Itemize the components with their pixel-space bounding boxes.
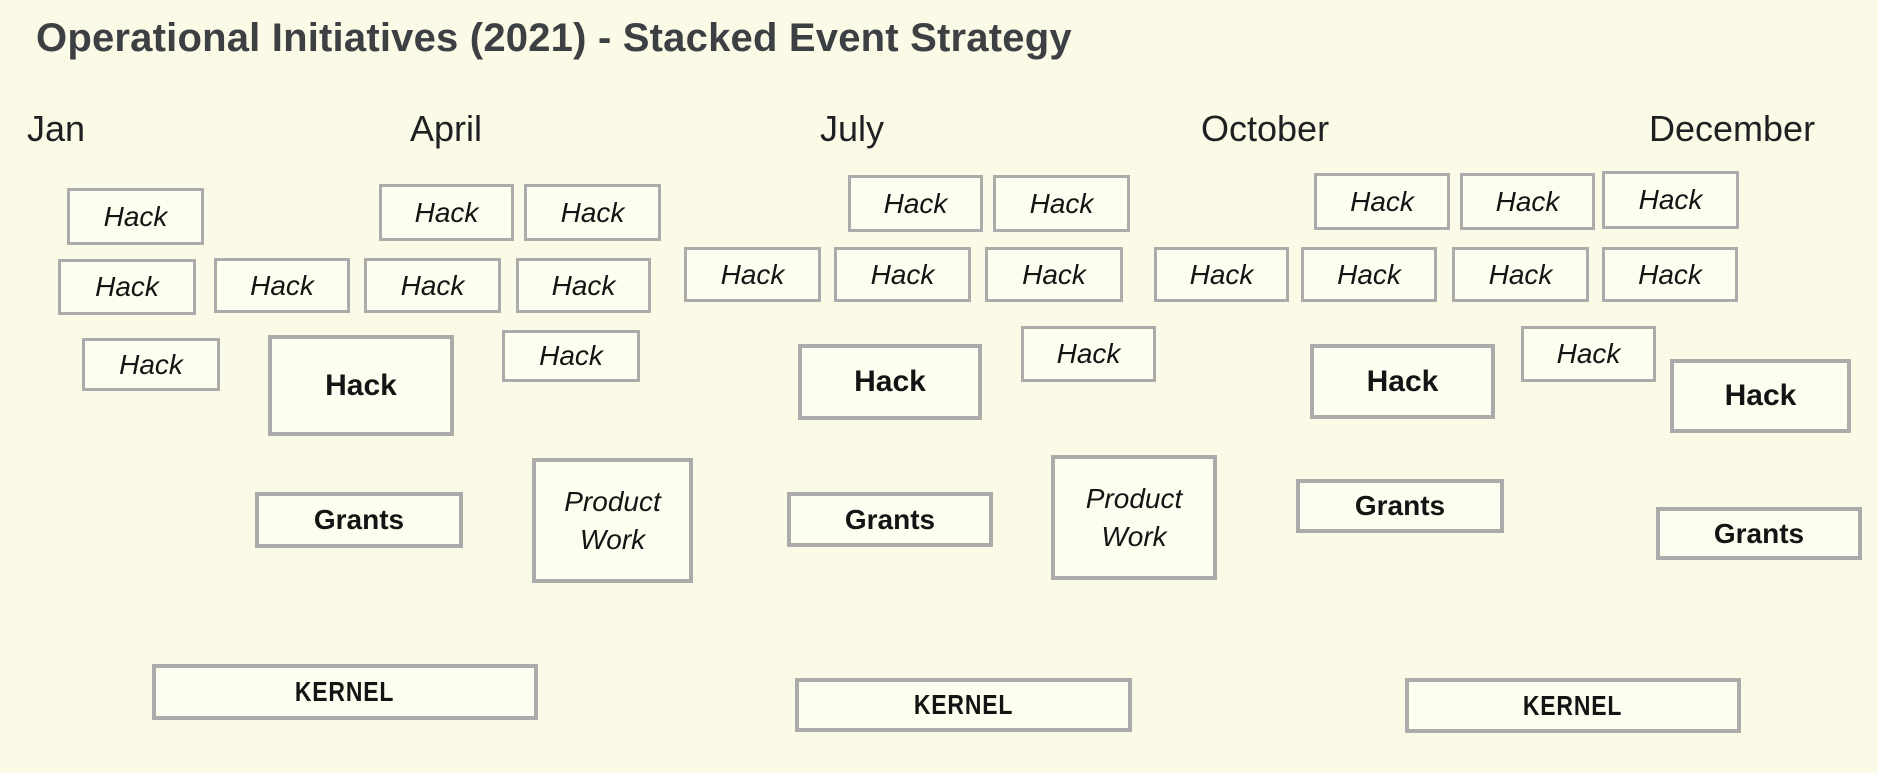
hack-box-label: Hack <box>1337 258 1401 290</box>
hack-box-label: Hack <box>1638 258 1702 290</box>
kernel-box-label: KERNEL <box>913 689 1014 720</box>
hack-box-large-label: Hack <box>325 368 397 402</box>
hack-box-label: Hack <box>551 269 616 301</box>
hack-box-large: Hack <box>1670 359 1851 433</box>
canvas-bottom-edge <box>0 773 1878 778</box>
hack-box-label: Hack <box>250 269 314 301</box>
month-label-jan: Jan <box>27 108 86 149</box>
product-work-box-label: Product Work <box>564 485 661 555</box>
hack-box-label: Hack <box>1189 258 1254 290</box>
hack-box: Hack <box>1021 326 1156 382</box>
hack-box: Hack <box>848 175 983 232</box>
hack-box-label: Hack <box>1029 187 1094 219</box>
hack-box: Hack <box>1602 171 1739 229</box>
grants-box: Grants <box>255 492 463 548</box>
hack-box: Hack <box>67 188 204 245</box>
hack-box-label: Hack <box>119 348 183 380</box>
hack-box-label: Hack <box>1350 185 1414 217</box>
hack-box-label: Hack <box>539 340 603 371</box>
hack-box: Hack <box>524 184 661 241</box>
grants-box: Grants <box>787 492 993 547</box>
hack-box: Hack <box>1314 173 1450 230</box>
page-title: Operational Initiatives (2021) - Stacked… <box>36 16 1072 60</box>
hack-box: Hack <box>379 184 514 241</box>
kernel-box: KERNEL <box>795 678 1132 732</box>
hack-box-large: Hack <box>1310 344 1495 419</box>
hack-box-label: Hack <box>883 187 948 219</box>
month-label-july: July <box>820 108 885 149</box>
kernel-box: KERNEL <box>1405 678 1741 733</box>
hack-box: Hack <box>684 247 821 302</box>
grants-box: Grants <box>1656 507 1862 560</box>
month-label-october: October <box>1201 108 1330 149</box>
hack-box-large-label: Hack <box>854 365 926 398</box>
hack-box-label: Hack <box>414 196 479 228</box>
hack-box-large-label: Hack <box>1366 364 1439 398</box>
hack-box-label: Hack <box>1022 258 1086 290</box>
hack-box: Hack <box>1602 247 1738 302</box>
hack-box-label: Hack <box>1488 258 1553 290</box>
hack-box-label: Hack <box>95 271 159 302</box>
hack-box-large: Hack <box>268 335 454 436</box>
hack-box-label: Hack <box>560 196 625 228</box>
kernel-box-label: KERNEL <box>295 676 395 707</box>
hack-box: Hack <box>1460 173 1595 230</box>
hack-box: Hack <box>1154 247 1289 302</box>
hack-box-large-label: Hack <box>1724 379 1797 412</box>
grants-box-label: Grants <box>844 503 936 535</box>
hack-box: Hack <box>364 258 501 313</box>
grants-box-label: Grants <box>313 504 405 535</box>
grants-box-label: Grants <box>1713 517 1805 549</box>
product-work-box: Product Work <box>532 458 693 583</box>
hack-box-label: Hack <box>400 269 465 301</box>
hack-box: Hack <box>502 330 640 382</box>
grants-box-label: Grants <box>1354 490 1446 521</box>
hack-box: Hack <box>1452 247 1589 302</box>
kernel-box: KERNEL <box>152 664 538 720</box>
hack-box: Hack <box>214 258 350 313</box>
hack-box-label: Hack <box>1495 185 1560 217</box>
grants-box: Grants <box>1296 479 1504 533</box>
hack-box: Hack <box>993 175 1130 232</box>
hack-box-label: Hack <box>870 258 935 290</box>
hack-box: Hack <box>58 259 196 315</box>
month-label-december: December <box>1649 108 1816 149</box>
month-label-april: April <box>410 108 483 149</box>
hack-box-large: Hack <box>798 344 982 420</box>
hack-box: Hack <box>82 338 220 391</box>
hack-box-label: Hack <box>1638 184 1703 215</box>
product-work-box-label: Product Work <box>1085 482 1183 552</box>
hack-box-label: Hack <box>720 258 785 290</box>
hack-box: Hack <box>834 247 971 302</box>
hack-box-label: Hack <box>1556 338 1621 369</box>
hack-box-label: Hack <box>103 200 168 232</box>
hack-box: Hack <box>516 258 651 313</box>
kernel-box-label: KERNEL <box>1523 689 1623 721</box>
hack-box: Hack <box>1521 326 1656 382</box>
hack-box: Hack <box>985 247 1123 302</box>
product-work-box: Product Work <box>1051 455 1217 580</box>
hack-box-label: Hack <box>1056 338 1121 369</box>
hack-box: Hack <box>1301 247 1437 302</box>
